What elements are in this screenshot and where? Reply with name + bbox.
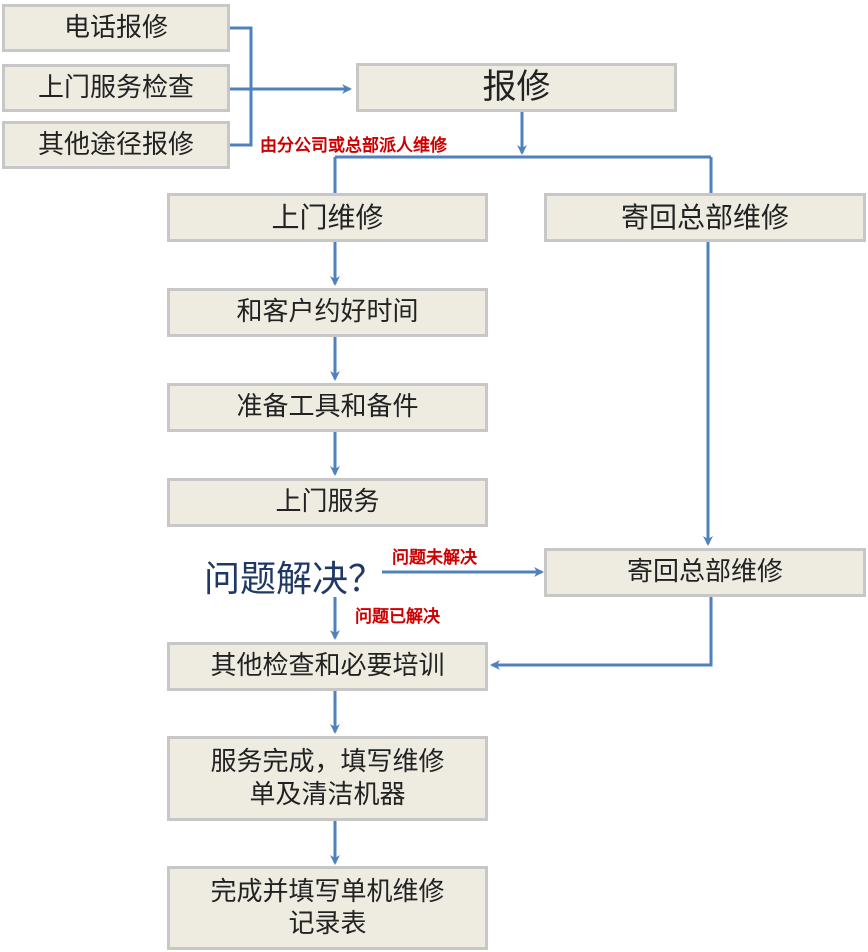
- arrow-hq-to-checks: [490, 596, 713, 670]
- service-complete-line2: 单及清洁机器: [249, 779, 406, 810]
- source-bracket-line: [229, 26, 253, 147]
- send-back-hq-top-box: 寄回总部维修: [544, 193, 866, 242]
- service-complete-line1: 服务完成，填写维修: [210, 747, 445, 777]
- source-other-box: 其他途径报修: [2, 121, 230, 169]
- onsite-service-box: 上门服务: [167, 478, 488, 527]
- onsite-repair-box: 上门维修: [167, 193, 488, 242]
- complete-record-line2: 记录表: [288, 909, 367, 939]
- source-phone-box: 电话报修: [2, 4, 230, 52]
- source-onsite-check-box: 上门服务检查: [2, 64, 230, 112]
- complete-record-box: 完成并填写单机维修 记录表: [167, 866, 488, 950]
- appointment-box: 和客户约好时间: [167, 288, 488, 337]
- unsolved-label: 问题未解决: [392, 548, 477, 568]
- service-complete-box: 服务完成，填写维修 单及清洁机器: [167, 736, 488, 821]
- dispatch-label: 由分公司或总部派人维修: [260, 136, 447, 156]
- prepare-tools-box: 准备工具和备件: [167, 383, 488, 432]
- complete-record-line1: 完成并填写单机维修: [210, 876, 445, 907]
- repair-request-box: 报修: [356, 63, 677, 112]
- other-checks-box: 其他检查和必要培训: [167, 642, 488, 691]
- send-back-hq-bottom-box: 寄回总部维修: [544, 548, 866, 597]
- solved-label: 问题已解决: [355, 607, 440, 627]
- problem-solved-question: 问题解决？: [204, 559, 385, 600]
